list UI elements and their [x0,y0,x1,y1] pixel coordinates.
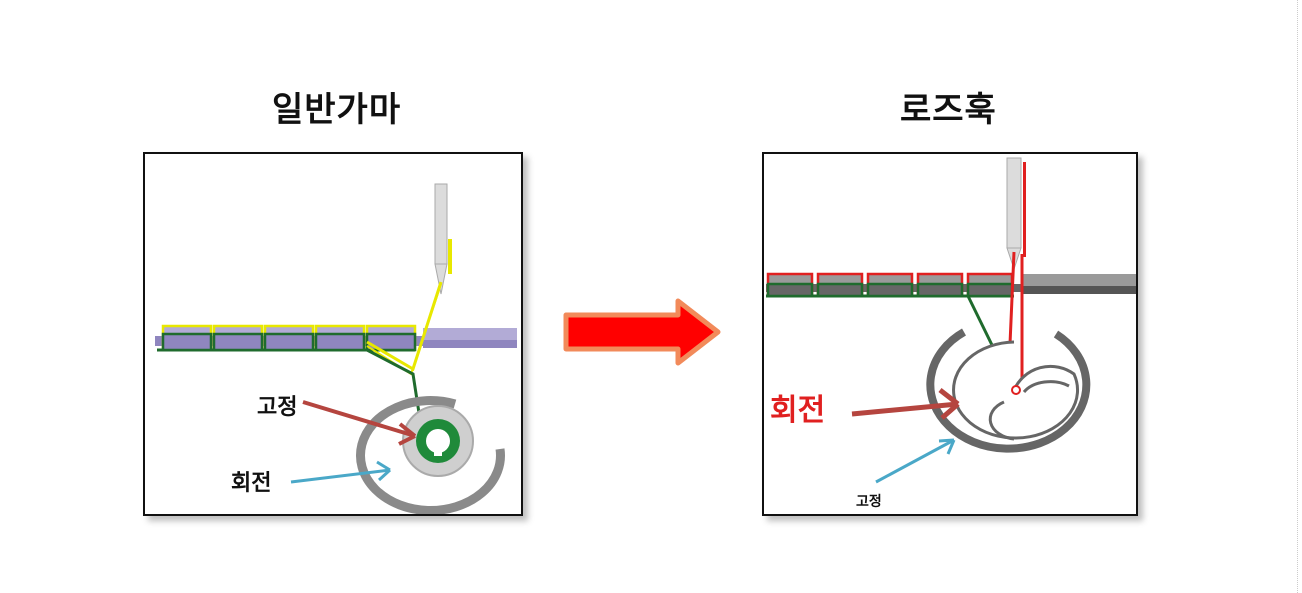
rose-hook-illustration: 회전 고정 [766,157,1136,510]
rotate-label: 회전 [770,393,825,428]
label-arrows [290,400,417,484]
normal-hook-illustration: 고정 회전 [155,183,517,514]
fixed-label: 고정 [257,395,297,420]
normal-hook-diagram: 고정 회전 [143,152,523,516]
needle [434,183,452,295]
label-arrows [851,388,960,484]
rose-hook-diagram: 회전 고정 [762,152,1138,516]
transition-arrow-icon [563,298,721,366]
rose-hook-title: 로즈훅 [900,90,997,130]
normal-hook-title: 일반가마 [272,90,402,130]
rotate-label: 회전 [231,471,271,496]
rose-hook [926,328,1091,453]
stitch-blocks [766,272,1014,298]
bobbin-hook [356,396,505,514]
needle [1006,157,1026,271]
fixed-label: 고정 [856,493,882,510]
page-edge-divider [1297,0,1298,593]
